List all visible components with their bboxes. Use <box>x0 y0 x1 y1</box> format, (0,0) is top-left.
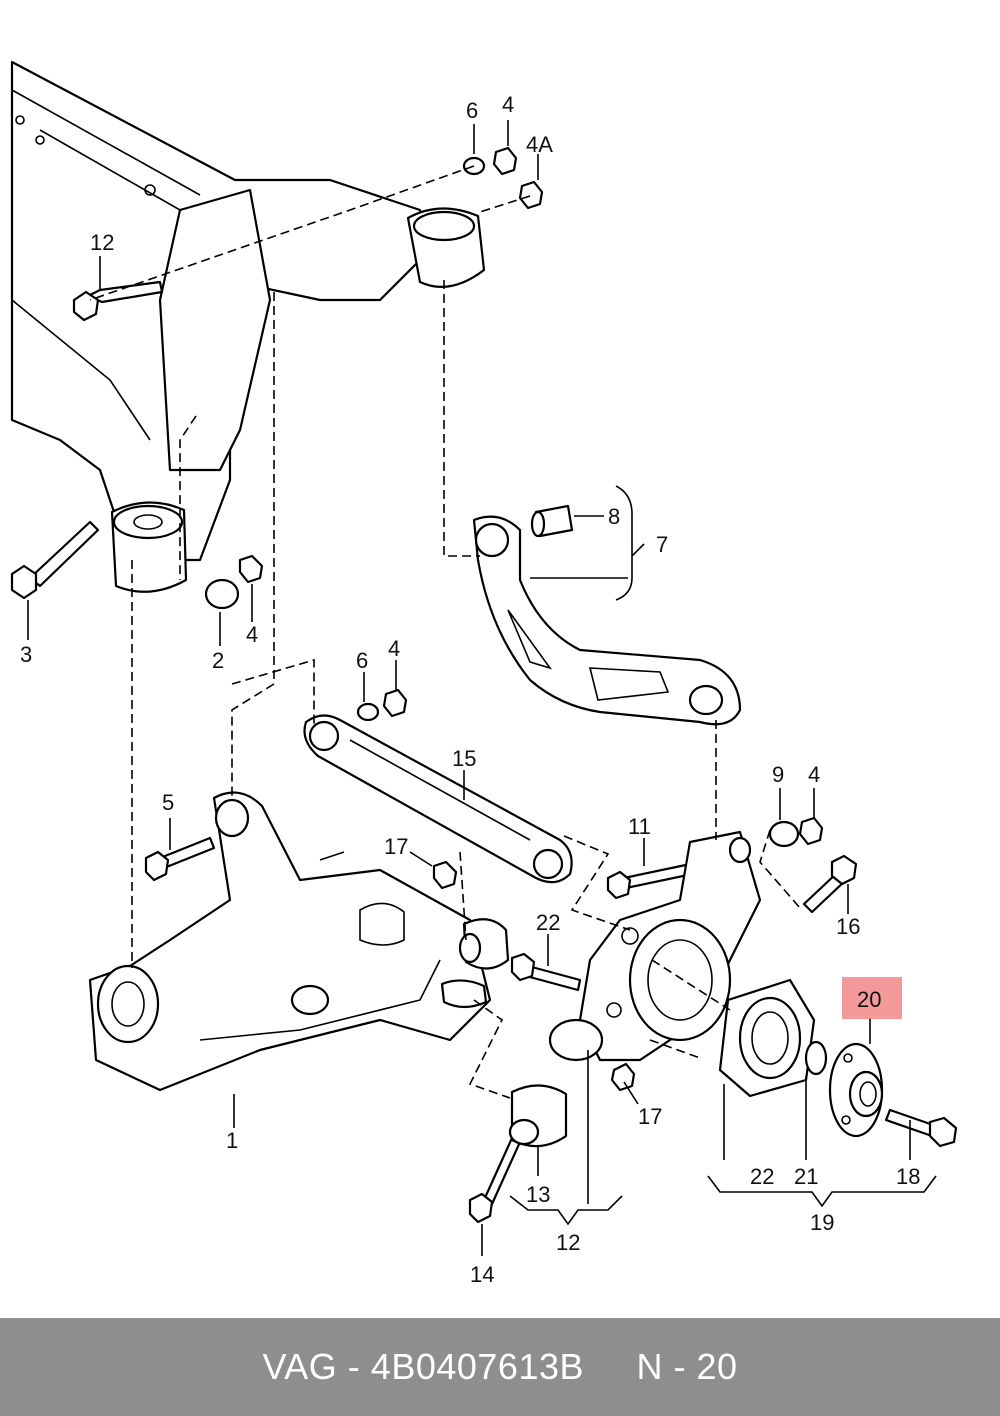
callout-14: 14 <box>470 1262 494 1287</box>
callout-22-lower: 22 <box>750 1164 774 1189</box>
callout-labels: 6 4 4A 12 3 2 4 8 7 6 4 15 5 17 9 4 11 1… <box>20 92 920 1287</box>
callout-6-mid: 6 <box>356 648 368 673</box>
transverse-link <box>303 714 573 884</box>
subframe-bushing-front <box>110 501 188 593</box>
bolt-5 <box>144 836 216 882</box>
callout-13: 13 <box>526 1182 550 1207</box>
callout-18: 18 <box>896 1164 920 1189</box>
bushing-13 <box>508 1084 568 1148</box>
wheel-carrier <box>548 830 762 1062</box>
subframe-bushing-rear <box>406 207 486 288</box>
callout-16: 16 <box>836 914 860 939</box>
callout-22-upper: 22 <box>536 910 560 935</box>
bolt-14 <box>468 1136 522 1224</box>
callout-2: 2 <box>212 648 224 673</box>
callout-4-mid: 4 <box>388 636 400 661</box>
bolt-3 <box>10 520 100 600</box>
upper-control-arm <box>472 515 742 726</box>
part-number-footer: VAG - 4B0407613B N - 20 <box>0 1318 1000 1416</box>
callout-20: 20 <box>857 987 881 1012</box>
callout-6-top: 6 <box>466 98 478 123</box>
callout-19: 19 <box>810 1210 834 1235</box>
callout-5: 5 <box>162 790 174 815</box>
callout-20-highlight <box>842 977 902 1019</box>
bolt-16 <box>802 854 858 914</box>
lower-wishbone <box>88 791 492 1092</box>
nuts-and-washers <box>204 146 824 1092</box>
callout-12: 12 <box>556 1230 580 1255</box>
callout-8: 8 <box>608 504 620 529</box>
bolt-18 <box>884 1108 958 1148</box>
bolt-11 <box>72 280 164 322</box>
assembly-lines <box>89 165 801 1099</box>
wheel-hub-20 <box>828 1042 884 1138</box>
callout-17-lower: 17 <box>638 1104 662 1129</box>
callout-11: 12 <box>90 230 114 255</box>
suspension-exploded-diagram: 6 4 4A 12 3 2 4 8 7 6 4 15 5 17 9 4 11 1… <box>10 60 958 1287</box>
part-number-text: VAG - 4B0407613B N - 20 <box>262 1346 738 1387</box>
bushing-8 <box>530 504 574 538</box>
callout-4-top: 4 <box>502 92 514 117</box>
callout-15: 15 <box>452 746 476 771</box>
wishbone-rear-bushing <box>440 918 510 1009</box>
callout-17-upper: 17 <box>384 834 408 859</box>
callout-21: 21 <box>794 1164 818 1189</box>
callout-4-right: 4 <box>808 762 820 787</box>
callout-9: 9 <box>772 762 784 787</box>
wheel-bearing-housing <box>718 978 816 1098</box>
circlip-21 <box>804 1040 828 1076</box>
callout-4-left: 4 <box>246 622 258 647</box>
callout-7: 7 <box>656 532 668 557</box>
callout-4A: 4A <box>526 132 553 157</box>
callout-1: 1 <box>226 1128 238 1153</box>
callout-10: 11 <box>628 814 651 839</box>
callout-3: 3 <box>20 642 32 667</box>
subframe <box>10 60 432 562</box>
bolt-22 <box>510 952 582 992</box>
leader-lines <box>27 120 937 1256</box>
